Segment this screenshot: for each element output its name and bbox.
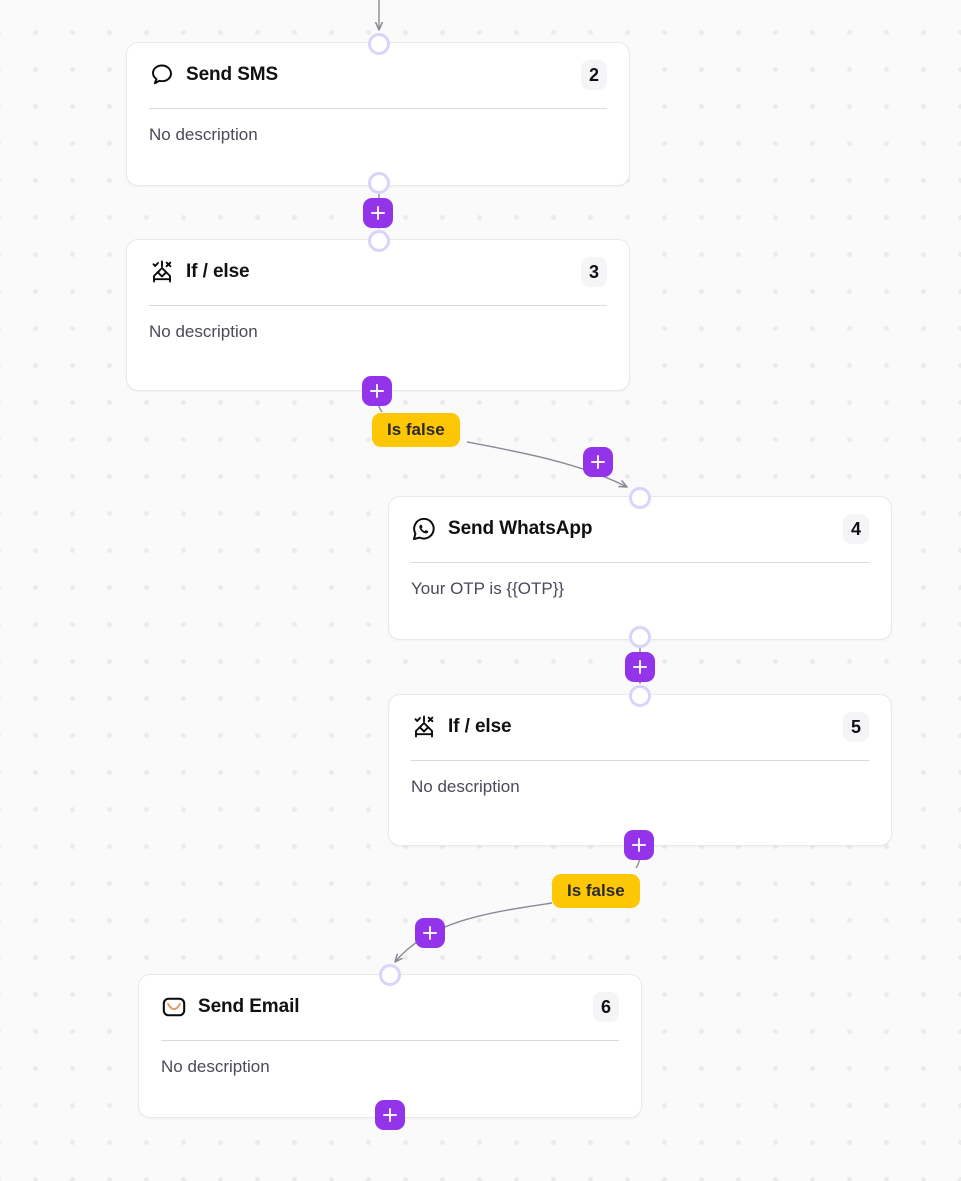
node-title: Send SMS — [186, 64, 279, 85]
node-description: No description — [149, 322, 258, 341]
if-else-branch-icon — [149, 259, 175, 285]
add-step-button-after-whatsapp[interactable] — [625, 652, 655, 682]
node-step-badge: 4 — [843, 514, 869, 544]
node-header: If / else 3 — [127, 240, 629, 287]
node-description: No description — [149, 125, 258, 144]
node-step-badge: 3 — [581, 257, 607, 287]
add-step-button-after-sms[interactable] — [363, 198, 393, 228]
chat-bubble-icon — [149, 62, 175, 88]
condition-label-is-false-1[interactable]: Is false — [372, 413, 460, 447]
add-step-button-on-false-edge-2[interactable] — [415, 918, 445, 948]
handle-whatsapp-source[interactable] — [629, 626, 651, 648]
node-description: Your OTP is {{OTP}} — [411, 579, 565, 598]
handle-if-else-1-target[interactable] — [368, 230, 390, 252]
handle-whatsapp-target[interactable] — [629, 487, 651, 509]
add-step-button-after-if-else-1[interactable] — [362, 376, 392, 406]
node-step-badge: 2 — [581, 60, 607, 90]
if-else-branch-icon — [411, 714, 437, 740]
node-header: If / else 5 — [389, 695, 891, 742]
handle-if-else-2-target[interactable] — [629, 685, 651, 707]
node-divider — [149, 305, 607, 306]
node-step-badge: 5 — [843, 712, 869, 742]
handle-sms-source[interactable] — [368, 172, 390, 194]
node-if-else-1[interactable]: If / else 3 No description — [126, 239, 630, 391]
node-header: Send SMS 2 — [127, 43, 629, 90]
handle-sms-target[interactable] — [368, 33, 390, 55]
node-title: Send Email — [198, 996, 300, 1017]
handle-email-target[interactable] — [379, 964, 401, 986]
add-step-button-on-false-edge-1[interactable] — [583, 447, 613, 477]
condition-label-is-false-2[interactable]: Is false — [552, 874, 640, 908]
node-title: If / else — [186, 261, 250, 282]
node-send-email[interactable]: Send Email 6 No description — [138, 974, 642, 1118]
node-divider — [161, 1040, 619, 1041]
node-divider — [411, 760, 869, 761]
node-title: If / else — [448, 716, 512, 737]
add-step-button-after-email[interactable] — [375, 1100, 405, 1130]
node-description: No description — [161, 1057, 270, 1076]
node-header: Send Email 6 — [139, 975, 641, 1022]
node-header: Send WhatsApp 4 — [389, 497, 891, 544]
node-title: Send WhatsApp — [448, 518, 593, 539]
node-send-whatsapp[interactable]: Send WhatsApp 4 Your OTP is {{OTP}} — [388, 496, 892, 640]
envelope-icon — [161, 994, 187, 1020]
add-step-button-after-if-else-2[interactable] — [624, 830, 654, 860]
node-send-sms[interactable]: Send SMS 2 No description — [126, 42, 630, 186]
node-step-badge: 6 — [593, 992, 619, 1022]
node-divider — [411, 562, 869, 563]
node-divider — [149, 108, 607, 109]
node-if-else-2[interactable]: If / else 5 No description — [388, 694, 892, 846]
node-description: No description — [411, 777, 520, 796]
whatsapp-icon — [411, 516, 437, 542]
